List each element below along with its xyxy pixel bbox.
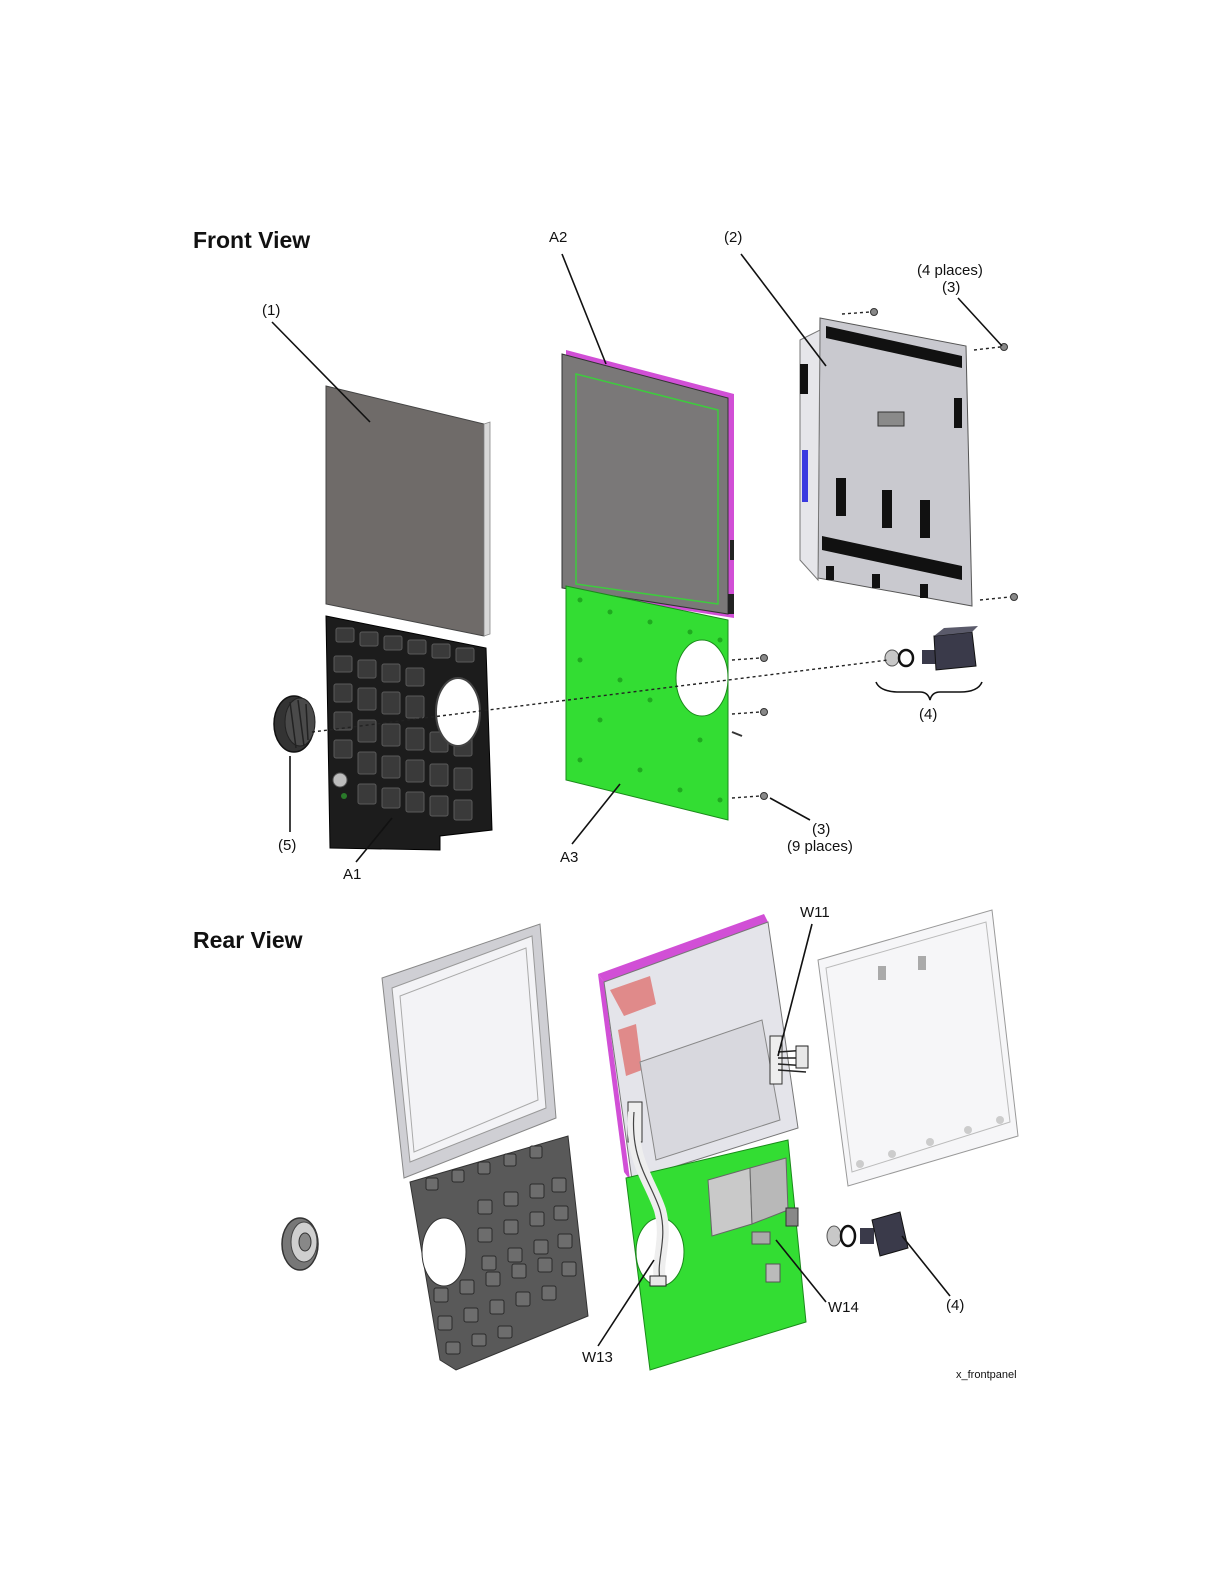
rear-bracket xyxy=(818,910,1018,1186)
label-rear-item4: (4) xyxy=(946,1297,964,1314)
label-nine-places: (9 places) xyxy=(787,838,853,855)
rear-view-title: Rear View xyxy=(193,927,303,953)
rear-keypad xyxy=(410,1136,588,1370)
rear-display xyxy=(598,914,798,1180)
label-w13: W13 xyxy=(582,1349,613,1366)
rear-encoder-assembly xyxy=(827,1212,908,1256)
display-bracket xyxy=(800,318,972,606)
a3-leader xyxy=(572,784,620,844)
front-overlay-panel xyxy=(326,386,490,636)
screw-top-right xyxy=(974,344,1008,351)
rotary-knob xyxy=(274,696,315,752)
rear-overlay-panel xyxy=(382,924,556,1178)
w11-leader xyxy=(778,924,812,1056)
label-item3-top: (3) xyxy=(942,279,960,296)
item3-bottom-leader xyxy=(770,798,810,820)
screw-top-left xyxy=(842,309,878,316)
item3-top-leader xyxy=(958,298,1002,346)
rear-pcb xyxy=(626,1140,806,1370)
a2-leader xyxy=(562,254,606,364)
encoder-assembly xyxy=(885,626,978,670)
pcb-screws xyxy=(732,655,768,800)
encoder-brace xyxy=(876,682,982,700)
label-item5: (5) xyxy=(278,837,296,854)
label-a1: A1 xyxy=(343,866,361,883)
item1-leader xyxy=(272,322,370,422)
label-a2: A2 xyxy=(549,229,567,246)
front-pcb-a3 xyxy=(566,586,728,820)
front-keypad-a1 xyxy=(326,616,492,850)
label-a3: A3 xyxy=(560,849,578,866)
display-a2 xyxy=(562,350,734,618)
item2-leader xyxy=(741,254,826,366)
label-four-places: (4 places) xyxy=(917,262,983,279)
label-w14: W14 xyxy=(828,1299,859,1316)
rear-rotary-knob xyxy=(282,1218,318,1270)
label-item3-bottom: (3) xyxy=(812,821,830,838)
rear-item4-leader xyxy=(902,1236,950,1296)
screw-bottom-right xyxy=(980,594,1018,601)
figure-id: x_frontpanel xyxy=(956,1369,1017,1381)
label-item4: (4) xyxy=(919,706,937,723)
label-item2: (2) xyxy=(724,229,742,246)
front-view-title: Front View xyxy=(193,227,310,253)
label-w11: W11 xyxy=(800,904,830,921)
label-item1: (1) xyxy=(262,302,280,319)
